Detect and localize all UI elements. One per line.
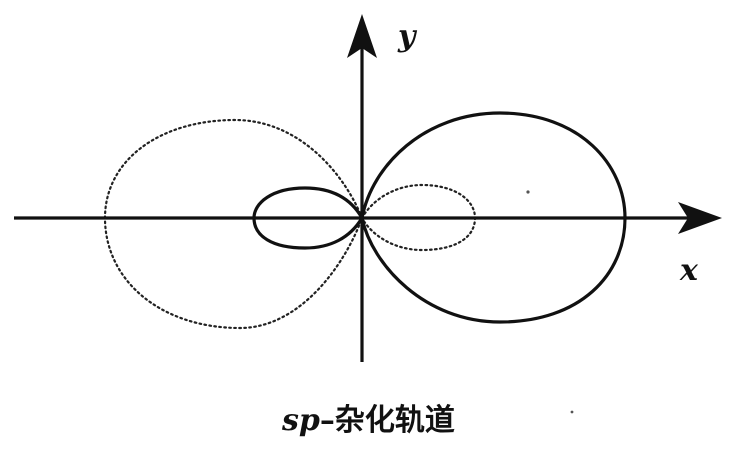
caption-text: 杂化轨道 — [335, 403, 455, 438]
y-axis-arrowhead — [347, 14, 377, 58]
caption-prefix: sp — [281, 403, 320, 438]
x-axis-label: x — [679, 253, 699, 288]
scan-speck — [570, 410, 574, 414]
dotted-left-large-lobe — [103, 118, 364, 330]
caption-dash: – — [320, 403, 335, 438]
x-axis-arrowhead — [678, 202, 722, 234]
y-axis-label: y — [397, 19, 418, 54]
scan-speck — [526, 190, 530, 194]
diagram-caption: sp–杂化轨道 — [281, 403, 455, 438]
